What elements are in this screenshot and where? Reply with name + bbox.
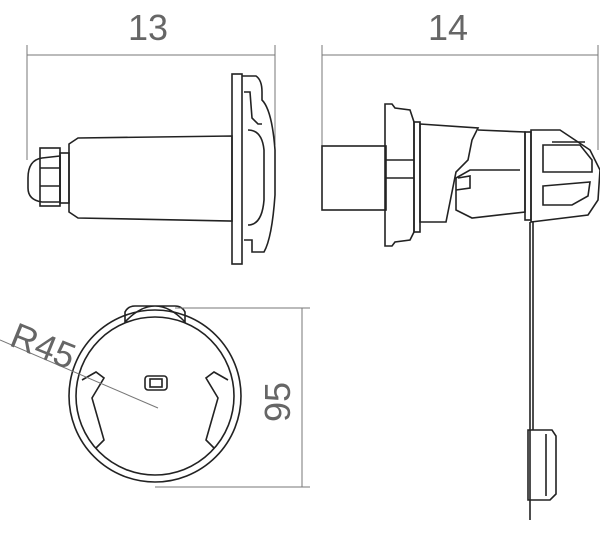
socket-side-view <box>27 73 276 265</box>
dimension-right-width: 14 <box>321 7 599 150</box>
dimension-label-r45: R45 <box>5 314 82 377</box>
plug-side-view <box>321 103 600 520</box>
dimension-label-14: 14 <box>428 7 468 48</box>
dimension-label-13: 13 <box>128 7 168 48</box>
dimension-height: 95 <box>155 307 310 488</box>
dimension-radius: R45 <box>0 314 159 409</box>
dimension-left-width: 13 <box>26 7 276 160</box>
socket-front-view <box>68 305 242 483</box>
dimension-label-95: 95 <box>257 382 298 422</box>
